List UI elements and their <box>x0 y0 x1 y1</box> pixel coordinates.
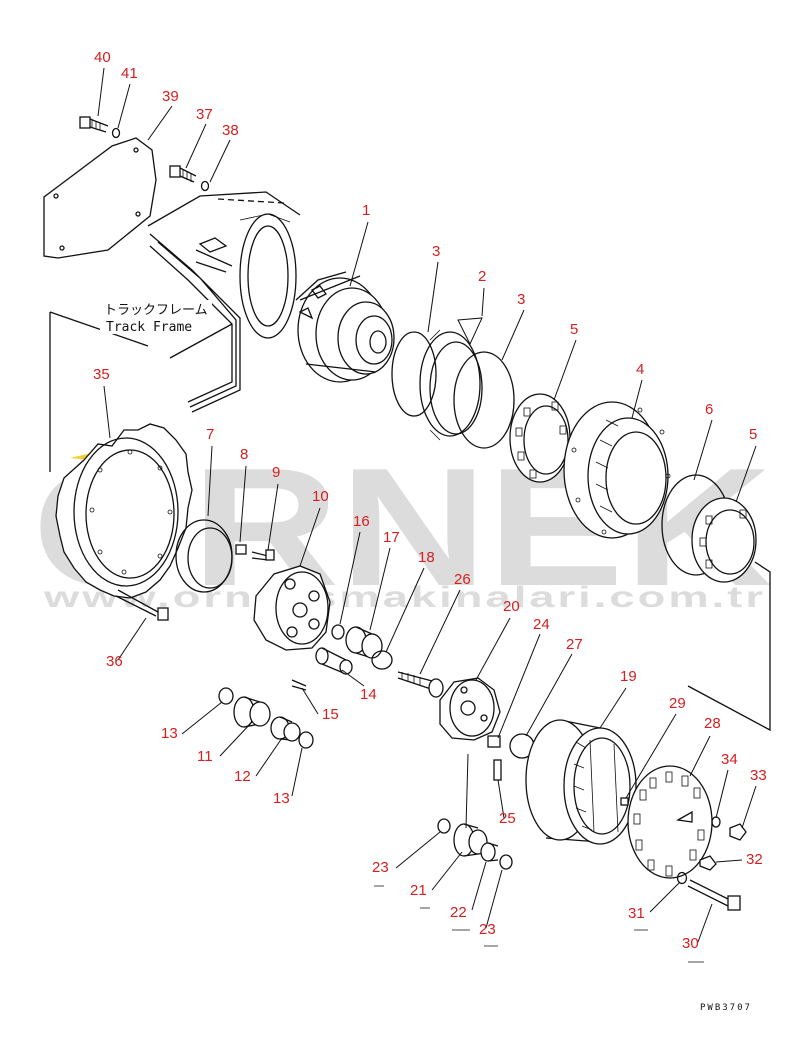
plug-29 <box>620 797 629 806</box>
washer-13a <box>218 687 234 705</box>
bearing-5a <box>509 393 571 483</box>
callout-c7: 7 <box>206 426 214 443</box>
ring-16 <box>331 624 345 640</box>
pin-15 <box>291 679 307 691</box>
callout-c21: 21 <box>410 882 427 899</box>
washer-31 <box>676 871 688 885</box>
shaft-14 <box>315 647 353 675</box>
bolt-9 <box>251 549 275 561</box>
callout-c32: 32 <box>746 851 763 868</box>
oring-3a <box>391 331 437 417</box>
bolt-36 <box>115 589 169 621</box>
callout-c2: 2 <box>478 268 486 285</box>
cover-39 <box>43 137 157 259</box>
bearing-12 <box>270 716 301 742</box>
callout-c28: 28 <box>704 715 721 732</box>
callout-c14: 14 <box>360 686 377 703</box>
callout-c16: 16 <box>353 513 370 530</box>
callout-c24: 24 <box>533 616 550 633</box>
bearing-11 <box>233 696 271 728</box>
callout-c18: 18 <box>418 549 435 566</box>
callout-c35: 35 <box>93 366 110 383</box>
oring-3b <box>453 351 515 449</box>
motor-1 <box>295 271 395 383</box>
sprocket-35 <box>55 423 193 599</box>
washer-41 <box>111 127 121 139</box>
callout-c36: 36 <box>106 653 123 670</box>
frame-label-en: Track Frame <box>106 320 192 335</box>
callout-c27: 27 <box>566 636 583 653</box>
callout-c5b: 5 <box>749 426 757 443</box>
callout-c25: 25 <box>499 810 516 827</box>
callout-c19: 19 <box>620 668 637 685</box>
seal-7 <box>175 519 233 593</box>
bracket-right <box>687 561 771 732</box>
callout-c22: 22 <box>450 904 467 921</box>
washer-13b <box>298 731 314 749</box>
carrier-10 <box>253 565 331 651</box>
callout-c33: 33 <box>750 767 767 784</box>
shaft-26 <box>397 671 444 698</box>
housing-4 <box>563 401 671 539</box>
callout-c20: 20 <box>503 598 520 615</box>
drawing-lines <box>43 67 771 963</box>
callout-numbers: 4041393738132354653578910161718262024271… <box>93 49 767 952</box>
callout-c31: 31 <box>628 905 645 922</box>
callout-c17: 17 <box>383 529 400 546</box>
callout-c23b: 23 <box>479 921 496 938</box>
callout-c23a: 23 <box>372 859 389 876</box>
callout-c26: 26 <box>454 571 471 588</box>
floating-seal-2 <box>419 329 483 441</box>
frame-label: トラックフレーム Track Frame <box>100 300 212 335</box>
callout-c9: 9 <box>272 464 280 481</box>
callout-c3b: 3 <box>517 291 525 308</box>
callout-c1: 1 <box>362 202 370 219</box>
bearing-5b <box>691 497 757 583</box>
leader-lines <box>97 67 757 963</box>
washer-23a <box>437 818 451 834</box>
plug-34 <box>711 816 721 828</box>
callout-c4: 4 <box>636 361 644 378</box>
track-frame <box>49 191 301 472</box>
callout-c5a: 5 <box>570 321 578 338</box>
plug-32 <box>699 855 717 871</box>
plate-8 <box>235 544 247 555</box>
washer-38 <box>200 180 210 192</box>
callout-c12: 12 <box>234 768 251 785</box>
callout-c41: 41 <box>121 65 138 82</box>
drawing-code: PWB3707 <box>700 1003 752 1013</box>
ring-18 <box>371 650 393 670</box>
carrier-20 <box>439 677 501 741</box>
callout-c39: 39 <box>162 88 179 105</box>
callout-c37: 37 <box>196 106 213 123</box>
callout-c10: 10 <box>312 488 329 505</box>
pin-24 <box>487 735 501 748</box>
ring-gear-19 <box>525 719 637 845</box>
callout-c40: 40 <box>94 49 111 66</box>
frame-label-jp: トラックフレーム <box>104 303 208 318</box>
pin-25 <box>493 759 502 781</box>
callout-c8: 8 <box>240 446 248 463</box>
callout-c38: 38 <box>222 122 239 139</box>
gear-17 <box>345 626 383 659</box>
callout-c29: 29 <box>669 695 686 712</box>
callout-c13a: 13 <box>161 725 178 742</box>
bolt-30 <box>687 879 741 911</box>
callout-c11: 11 <box>197 748 213 765</box>
washer-23b <box>499 854 513 870</box>
callout-c15: 15 <box>322 706 339 723</box>
plug-33 <box>729 823 747 841</box>
bearing-22 <box>480 842 499 862</box>
bolt-40 <box>79 116 109 133</box>
callout-c3a: 3 <box>432 243 440 260</box>
bolt-37 <box>169 165 197 183</box>
callout-c30: 30 <box>682 935 699 952</box>
callout-c6: 6 <box>705 401 713 418</box>
callout-c13b: 13 <box>273 790 290 807</box>
callout-c34: 34 <box>721 751 738 768</box>
